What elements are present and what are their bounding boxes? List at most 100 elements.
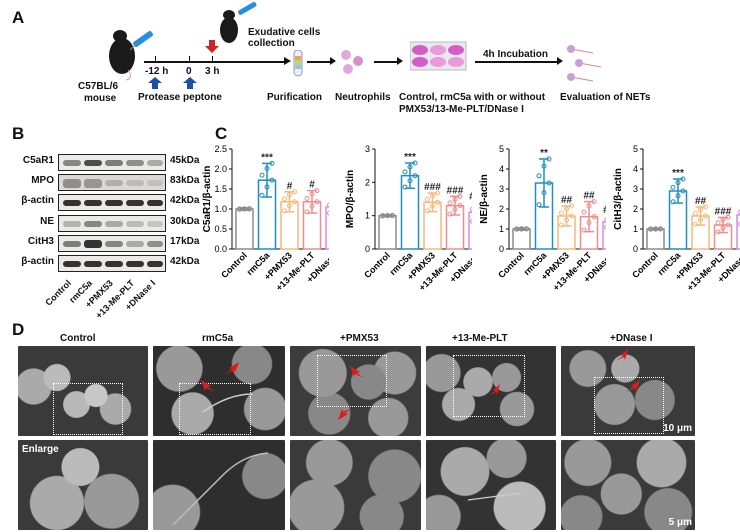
well-plate-icon (410, 41, 467, 71)
treatment-label-2: PMX53/13-Me-PLT/DNase Ι (399, 104, 524, 115)
sem-enlarge-13-me-plt (426, 440, 556, 530)
svg-text:#: # (287, 181, 293, 192)
treatment-label: Control, rmC5a with or without (399, 92, 546, 103)
svg-text:0: 0 (633, 244, 638, 254)
lane-label: Control (43, 278, 74, 308)
evaluation-label: Evaluation of NETs (560, 92, 651, 103)
sem-enlarge-dnase: 5 μm (561, 440, 695, 530)
svg-text:Control: Control (630, 250, 660, 280)
svg-text:###: ### (424, 182, 441, 193)
svg-text:5: 5 (499, 144, 504, 154)
mouse-label: mouse (84, 93, 117, 104)
bar-chart-3: 012345NE/β-actinControl**rmC5a##+PMX53##… (479, 144, 606, 293)
svg-text:NE/β-actin: NE/β-actin (479, 174, 490, 223)
red-arrow-icon (350, 366, 364, 378)
timeline-axis (144, 61, 284, 63)
svg-text:**: ** (540, 148, 548, 159)
sem-enlarge-control: Enlarge (18, 440, 148, 530)
svg-text:###: ### (447, 185, 464, 196)
panel-d-letter: D (12, 320, 25, 339)
mouse-icon (220, 2, 257, 43)
panel-b-letter: B (12, 124, 25, 143)
column-label-13-me-plt: +13-Me-PLT (452, 333, 508, 344)
sem-image-control (18, 346, 148, 436)
svg-text:5: 5 (633, 144, 638, 154)
sem-image-13-me-plt (426, 346, 556, 436)
up-arrow-icon (183, 77, 197, 89)
svg-text:3: 3 (633, 184, 638, 194)
sem-image-pmx53 (290, 346, 421, 436)
svg-text:###: ### (715, 206, 732, 217)
injection-label: Protease peptone (138, 92, 222, 103)
svg-text:Control: Control (496, 250, 526, 280)
scale-bar-5um: 5 μm (668, 517, 692, 528)
column-label-dnase: +DNase Ι (610, 333, 653, 344)
svg-text:2.5: 2.5 (214, 144, 227, 154)
svg-text:2: 2 (365, 177, 370, 187)
sem-enlarge-pmx53 (290, 440, 421, 530)
svg-text:0: 0 (365, 244, 370, 254)
timepoint-3h: 3 h (205, 66, 220, 77)
svg-text:1: 1 (499, 224, 504, 234)
svg-text:1: 1 (633, 224, 638, 234)
timepoint-minus12: -12 h (145, 66, 169, 77)
sem-image-dnase: 10 μm (561, 346, 695, 436)
tube-icon (293, 50, 303, 77)
panel-a-letter: A (12, 8, 25, 27)
svg-text:***: *** (672, 168, 684, 179)
svg-text:0.0: 0.0 (214, 244, 227, 254)
svg-text:#: # (309, 180, 315, 191)
neutrophils-label: Neutrophils (335, 92, 391, 103)
svg-text:##: ## (561, 195, 573, 206)
sem-image-rmc5a (153, 346, 285, 436)
column-label-control: Control (60, 333, 96, 344)
neutrophil-cells-icon (341, 50, 363, 74)
down-arrow-icon (205, 40, 219, 53)
svg-text:***: *** (261, 152, 273, 163)
red-arrow-icon (201, 380, 215, 392)
svg-text:2: 2 (633, 204, 638, 214)
svg-text:1.0: 1.0 (214, 204, 227, 214)
svg-text:2: 2 (499, 204, 504, 214)
incubation-label: 4h Incubation (483, 49, 548, 60)
collection-label: Exudative cells (248, 27, 321, 38)
svg-text:Control: Control (362, 250, 392, 280)
svg-text:0.5: 0.5 (214, 224, 227, 234)
timepoint-0: 0 (186, 66, 192, 77)
nets-icon (567, 45, 602, 82)
purification-label: Purification (267, 92, 323, 103)
svg-text:C5aR1/β-actin: C5aR1/β-actin (202, 166, 213, 233)
scale-bar-10um: 10 μm (663, 423, 692, 434)
red-arrow-icon (225, 362, 239, 374)
bar-chart-2: 0123MPO/β-actinControl***rmC5a###+PMX53#… (345, 144, 472, 293)
panel-c-letter: C (215, 124, 228, 143)
svg-text:1: 1 (365, 211, 370, 221)
svg-text:2.0: 2.0 (214, 164, 227, 174)
red-arrow-icon (488, 384, 500, 396)
svg-text:3: 3 (499, 184, 504, 194)
svg-text:###: ### (603, 205, 606, 216)
column-label-rmc5a: rmC5a (202, 333, 234, 344)
svg-text:MPO/β-actin: MPO/β-actin (345, 170, 356, 228)
red-arrow-icon (616, 349, 628, 361)
svg-text:##: ## (695, 196, 707, 207)
svg-text:##: ## (583, 191, 595, 202)
svg-text:3: 3 (365, 144, 370, 154)
svg-text:###: ### (469, 191, 472, 202)
svg-text:0: 0 (499, 244, 504, 254)
enlarge-label: Enlarge (22, 444, 59, 455)
up-arrow-icon (148, 77, 162, 89)
collection-label-2: collection (248, 38, 295, 49)
red-arrow-icon (626, 380, 640, 392)
svg-text:1.5: 1.5 (214, 184, 227, 194)
mouse-icon (109, 30, 153, 81)
mouse-strain-label: C57BL/6 (78, 81, 119, 92)
bar-chart-4: 012345CitH3/β-actinControl***rmC5a##+PMX… (613, 144, 740, 293)
sem-enlarge-rmc5a (153, 440, 285, 530)
svg-text:***: *** (404, 152, 416, 163)
svg-text:Control: Control (219, 250, 249, 280)
svg-text:4: 4 (633, 164, 638, 174)
timeline-arrowhead (284, 57, 291, 65)
svg-text:4: 4 (499, 164, 504, 174)
